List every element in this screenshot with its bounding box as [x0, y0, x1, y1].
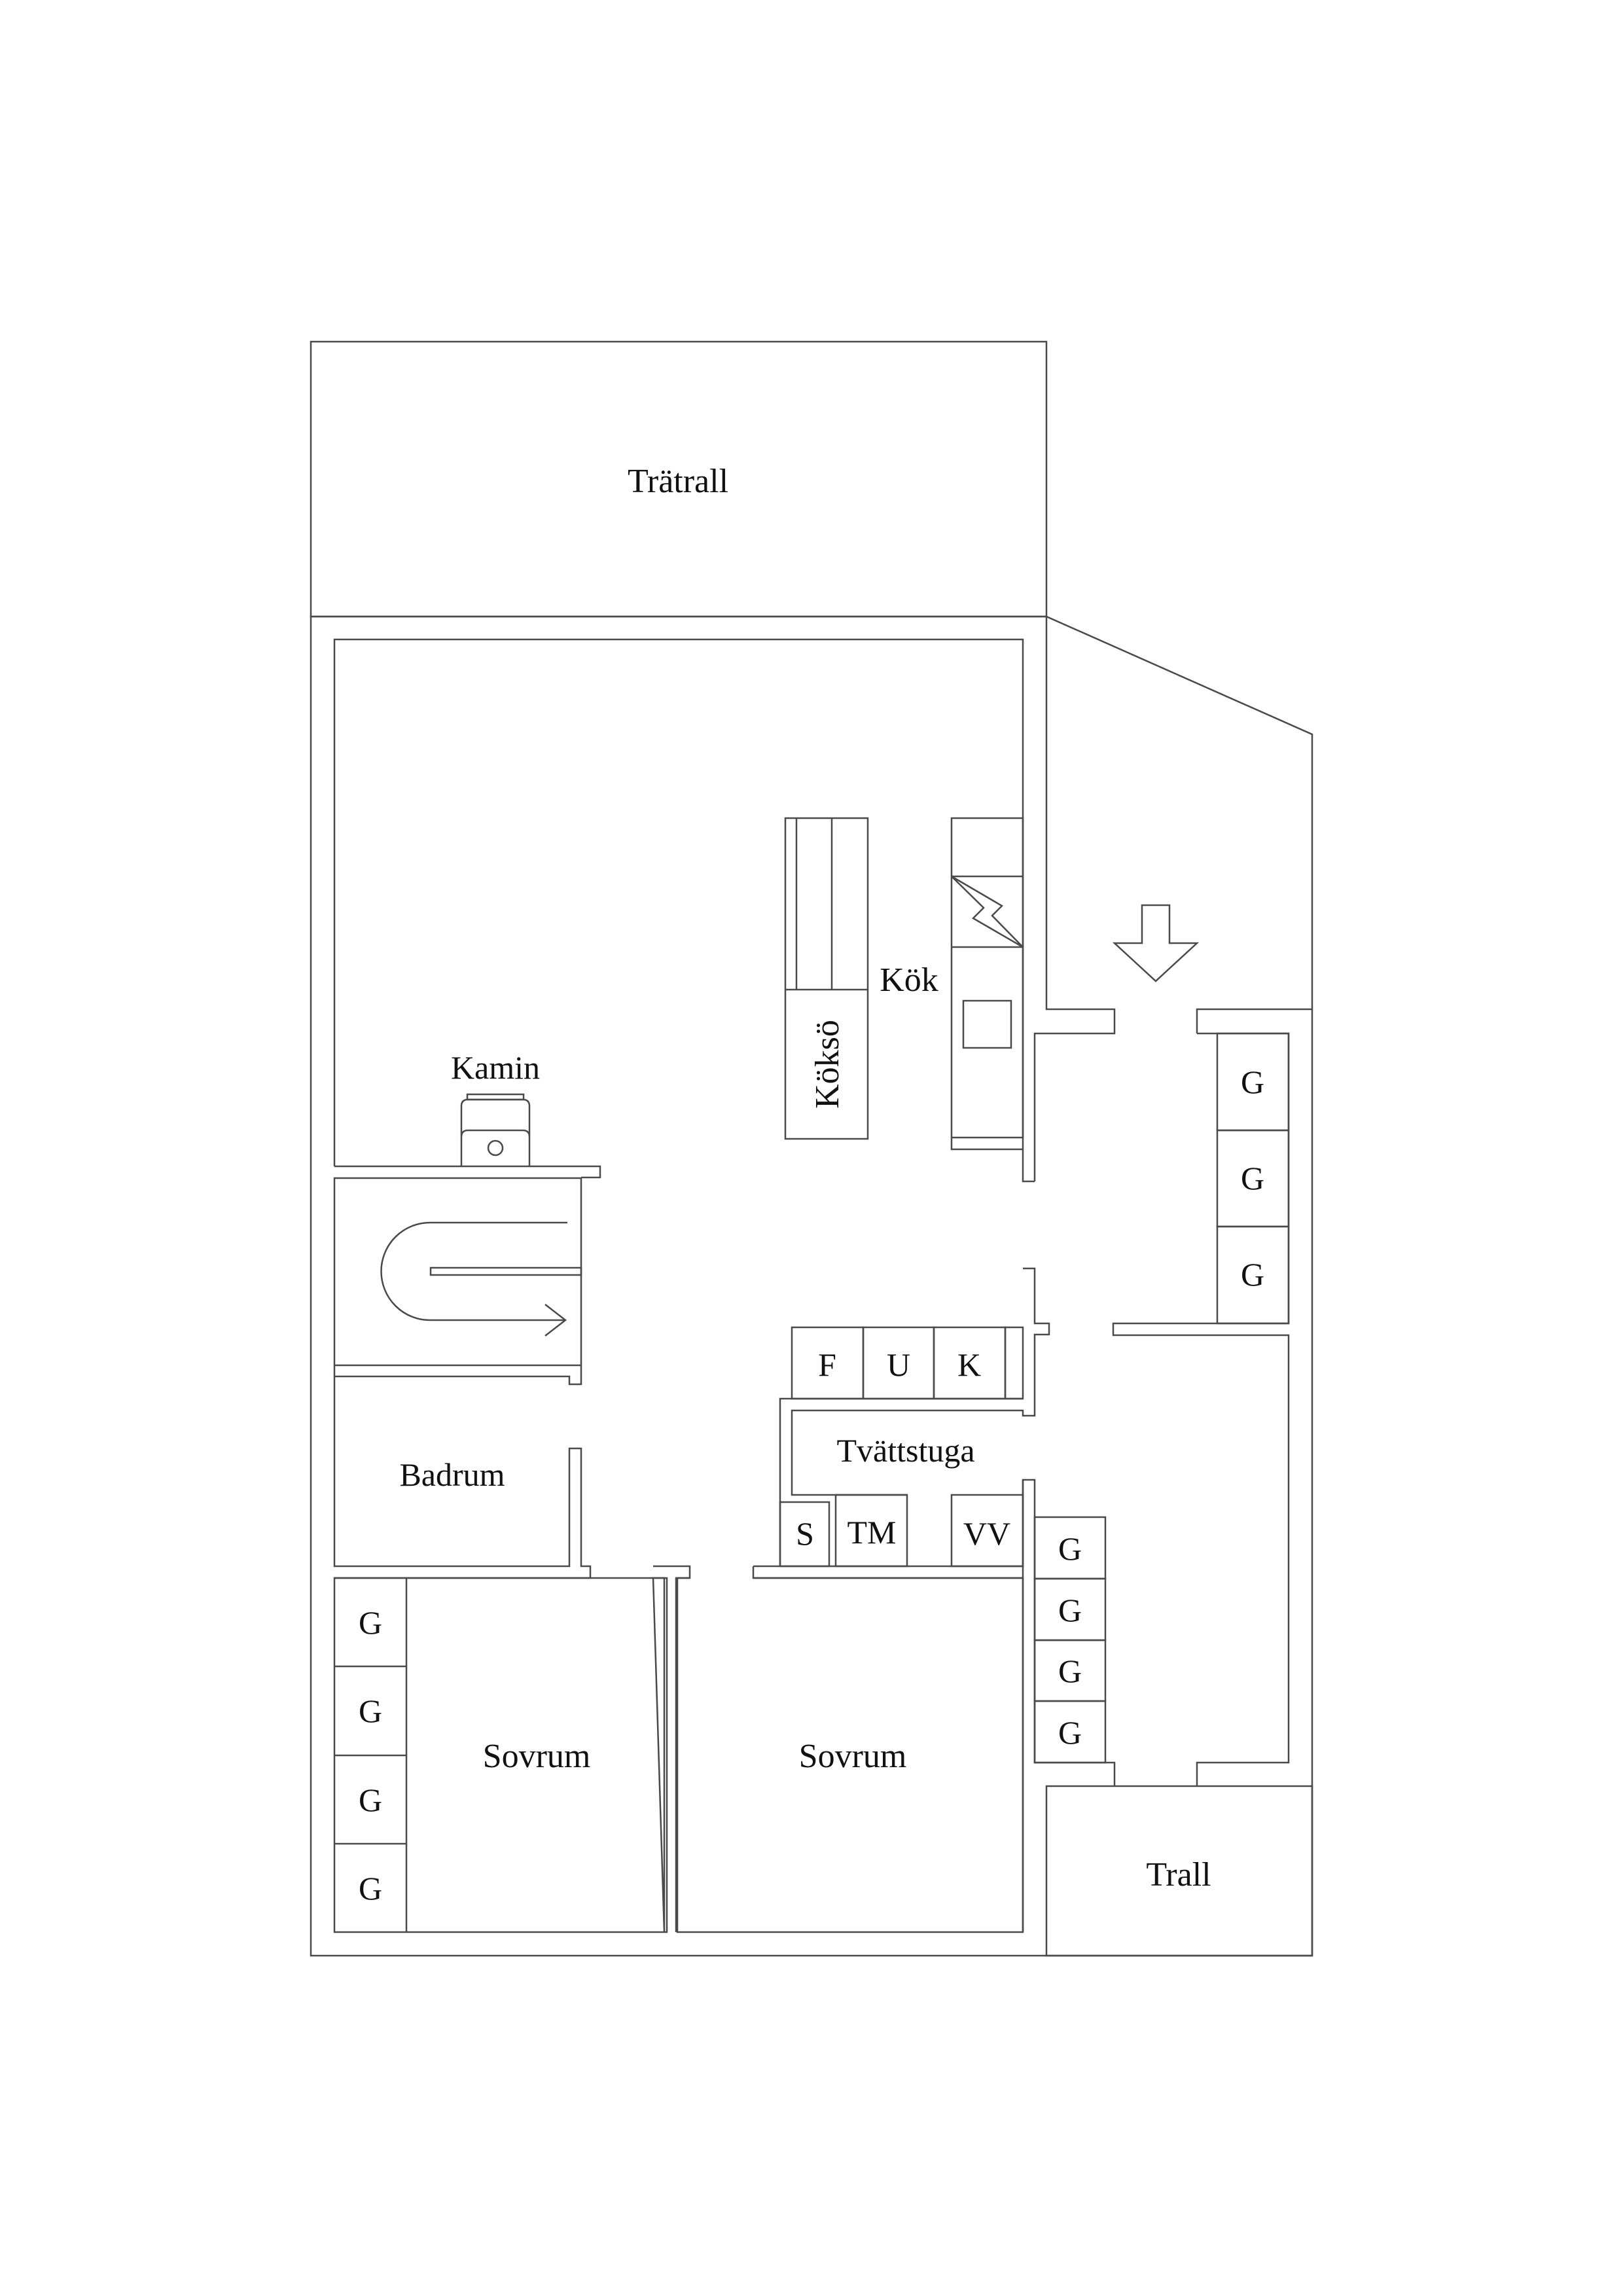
- appliance-sink: S: [796, 1515, 814, 1552]
- entrance-arrow-icon: [1112, 904, 1200, 982]
- wardrobe-label: G: [1241, 1256, 1264, 1293]
- wardrobe-label: G: [359, 1604, 382, 1641]
- outer-wall: [310, 615, 1313, 1957]
- living-room-wall: [333, 638, 1035, 1183]
- wardrobe-label: G: [1241, 1160, 1264, 1196]
- kitchen-counter: [950, 817, 1024, 1151]
- wardrobe-label: G: [359, 1693, 382, 1729]
- wardrobe-label: G: [1058, 1530, 1082, 1567]
- label-tratrall: Trätrall: [628, 463, 728, 500]
- appliance-freezer: F: [818, 1346, 836, 1383]
- label-sovrum-1: Sovrum: [483, 1738, 591, 1775]
- kitchen-island: Köksö: [784, 817, 869, 1140]
- bedroom-1: G G G G Sovrum: [333, 1577, 668, 1933]
- wardrobe-label: G: [1058, 1653, 1082, 1689]
- wardrobe-label: G: [1058, 1714, 1082, 1751]
- stairs: [333, 1177, 582, 1367]
- stove-zigzag-icon: [951, 875, 1024, 948]
- laundry-room: F U K Tvättstuga S TM VV: [752, 1267, 1050, 1579]
- deck-bottom: Trall: [1045, 1785, 1313, 1957]
- label-tvattstuga: Tvättstuga: [836, 1432, 974, 1469]
- label-kok: Kök: [880, 961, 938, 999]
- deck-top: Trätrall: [310, 340, 1048, 618]
- wardrobes-hall-lower: G G G G: [1033, 1516, 1107, 1764]
- label-sovrum-2: Sovrum: [799, 1738, 907, 1775]
- label-badrum: Badrum: [399, 1456, 505, 1493]
- wardrobe-label: G: [1241, 1064, 1264, 1100]
- wardrobe-label: G: [359, 1782, 382, 1818]
- label-koksoe: Köksö: [809, 1020, 846, 1109]
- bathroom: Badrum: [333, 1365, 592, 1579]
- appliance-water-heater: VV: [963, 1515, 1010, 1552]
- label-trall: Trall: [1146, 1856, 1211, 1893]
- wardrobe-label: G: [1058, 1592, 1082, 1628]
- appliance-oven: U: [887, 1346, 910, 1383]
- wardrobe-label: G: [359, 1870, 382, 1907]
- sink-icon: [962, 999, 1012, 1049]
- appliance-fridge: K: [957, 1346, 981, 1383]
- fireplace-icon: [487, 1139, 504, 1157]
- stairs-icon: [380, 1221, 567, 1321]
- bedroom-2: Sovrum: [676, 1577, 1024, 1933]
- fireplace: Kamin: [451, 1049, 540, 1166]
- appliance-dryer: TM: [847, 1514, 897, 1551]
- label-kamin: Kamin: [451, 1049, 540, 1086]
- wardrobes-hall-upper: G G G: [1216, 1032, 1290, 1325]
